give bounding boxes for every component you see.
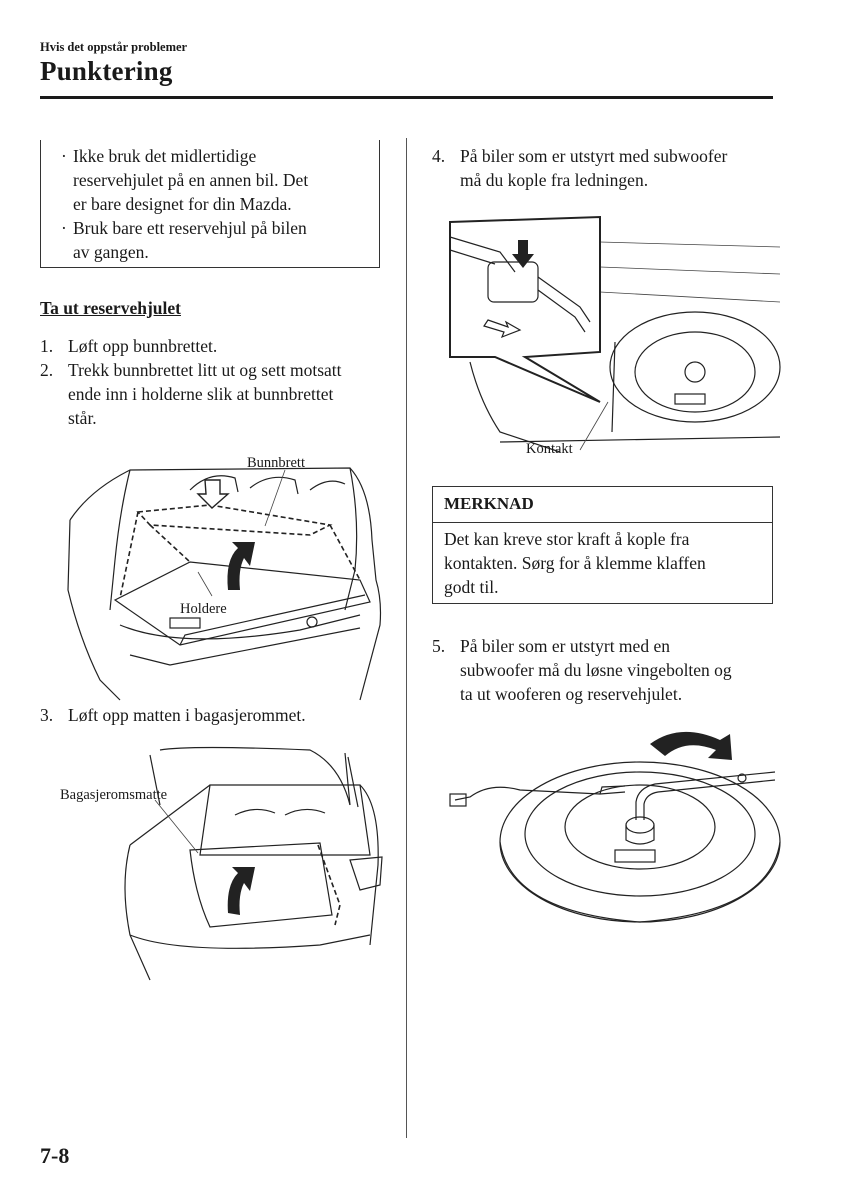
step-text: På biler som er utstyrt med en subwoofer… bbox=[460, 634, 732, 706]
note-line: Det kan kreve stor kraft å kople fra bbox=[444, 529, 690, 549]
step-line: ende inn i holderne slik at bunnbrettet bbox=[68, 384, 334, 404]
step-text: Løft opp matten i bagasjerommet. bbox=[68, 703, 306, 727]
note-box: MERKNAD Det kan kreve stor kraft å kople… bbox=[432, 486, 773, 604]
caution-line: Bruk bare ett reservehjul på bilen bbox=[73, 218, 307, 238]
label-trunk-mat: Bagasjeromsmatte bbox=[60, 787, 168, 803]
step-line: Løft opp matten i bagasjerommet. bbox=[68, 705, 306, 725]
section-heading: Ta ut reservehjulet bbox=[40, 298, 181, 318]
step-number: 3. bbox=[40, 705, 54, 725]
figure-spare-wheel bbox=[449, 731, 781, 923]
bullet-dot: · bbox=[61, 218, 67, 238]
section-label: Hvis det oppstår problemer bbox=[40, 40, 188, 54]
label-holders: Holdere bbox=[180, 601, 227, 617]
label-floor-board: Bunnbrett bbox=[247, 455, 305, 471]
step-number: 5. bbox=[432, 636, 446, 656]
step-line: Løft opp bunnbrettet. bbox=[68, 336, 218, 356]
step-line: På biler som er utstyrt med subwoofer bbox=[460, 146, 728, 166]
step-line: Trekk bunnbrettet litt ut og sett motsat… bbox=[68, 360, 342, 380]
caution-box: · Ikke bruk det midlertidige reservehjul… bbox=[40, 140, 380, 268]
note-body: Det kan kreve stor kraft å kople fra kon… bbox=[444, 527, 766, 599]
figure-connector bbox=[449, 215, 781, 453]
figure-floor-board bbox=[67, 467, 382, 701]
step-text: På biler som er utstyrt med subwoofer må… bbox=[460, 144, 727, 192]
bullet-dot: · bbox=[61, 146, 67, 166]
title-rule bbox=[40, 96, 773, 99]
step-line: subwoofer må du løsne vingebolten og bbox=[460, 660, 732, 680]
step-number: 1. bbox=[40, 336, 54, 356]
step-line: må du kople fra ledningen. bbox=[460, 170, 649, 190]
caution-bullet-1: · Ikke bruk det midlertidige reservehjul… bbox=[61, 144, 369, 216]
step-line: står. bbox=[68, 408, 97, 428]
page-title: Punktering bbox=[40, 56, 173, 86]
caution-line: av gangen. bbox=[73, 242, 149, 262]
step-text: Løft opp bunnbrettet. bbox=[68, 334, 217, 358]
note-heading: MERKNAD bbox=[433, 487, 772, 523]
caution-line: er bare designet for din Mazda. bbox=[73, 194, 292, 214]
step-line: På biler som er utstyrt med en bbox=[460, 636, 670, 656]
note-line: godt til. bbox=[444, 577, 499, 597]
step-line: ta ut wooferen og reservehjulet. bbox=[460, 684, 683, 704]
page-number: 7-8 bbox=[40, 1143, 70, 1168]
column-divider bbox=[406, 138, 407, 1138]
step-text: Trekk bunnbrettet litt ut og sett motsat… bbox=[68, 358, 342, 430]
label-connector: Kontakt bbox=[526, 441, 573, 457]
caution-bullet-2: · Bruk bare ett reservehjul på bilen av … bbox=[61, 216, 369, 264]
step-number: 2. bbox=[40, 360, 54, 380]
figure-trunk-mat bbox=[124, 746, 383, 981]
step-number: 4. bbox=[432, 146, 446, 166]
caution-line: reservehjulet på en annen bil. Det bbox=[73, 170, 309, 190]
caution-line: Ikke bruk det midlertidige bbox=[73, 146, 257, 166]
note-line: kontakten. Sørg for å klemme klaffen bbox=[444, 553, 706, 573]
